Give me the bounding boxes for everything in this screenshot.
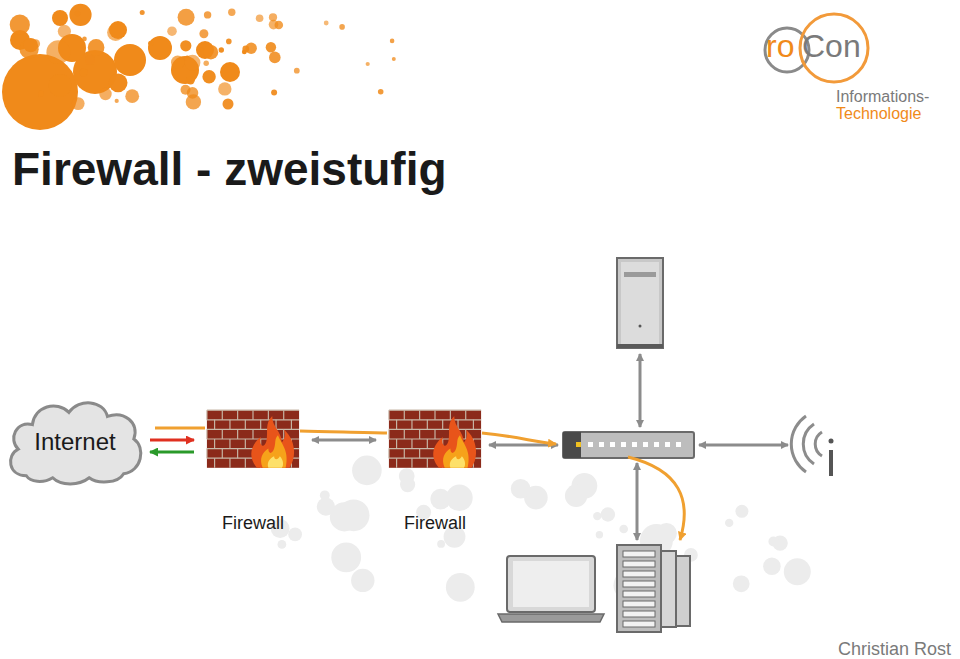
logo-ring (800, 14, 868, 82)
firewall-node: Firewall (198, 408, 308, 538)
bubble-decoration (2, 4, 396, 130)
company-subtitle: Informations- (836, 88, 929, 106)
connector (150, 440, 194, 452)
wifi-symbol (791, 416, 833, 476)
connector (312, 440, 376, 441)
link-arrow (699, 444, 788, 447)
device-label: Firewall (222, 513, 284, 534)
slide-title: Firewall - zweistufig (12, 142, 447, 196)
server-tower (617, 258, 663, 348)
internet-cloud: Internet (4, 396, 146, 488)
author-name: Christian Rost (838, 639, 951, 659)
logo-text: ro (766, 28, 794, 65)
company-subtitle: Technologie (836, 105, 921, 123)
firewall-icon (387, 408, 483, 470)
link-arrow (636, 463, 639, 540)
rack-server (617, 545, 690, 632)
device-label: Firewall (404, 513, 466, 534)
cloud-label: Internet (34, 428, 115, 456)
firewall-icon (205, 408, 301, 470)
network-switch (563, 432, 694, 458)
laptop (498, 556, 604, 622)
logo-text: Con (802, 28, 861, 65)
firewall-node: Firewall (380, 408, 490, 538)
link-arrow (639, 354, 642, 427)
